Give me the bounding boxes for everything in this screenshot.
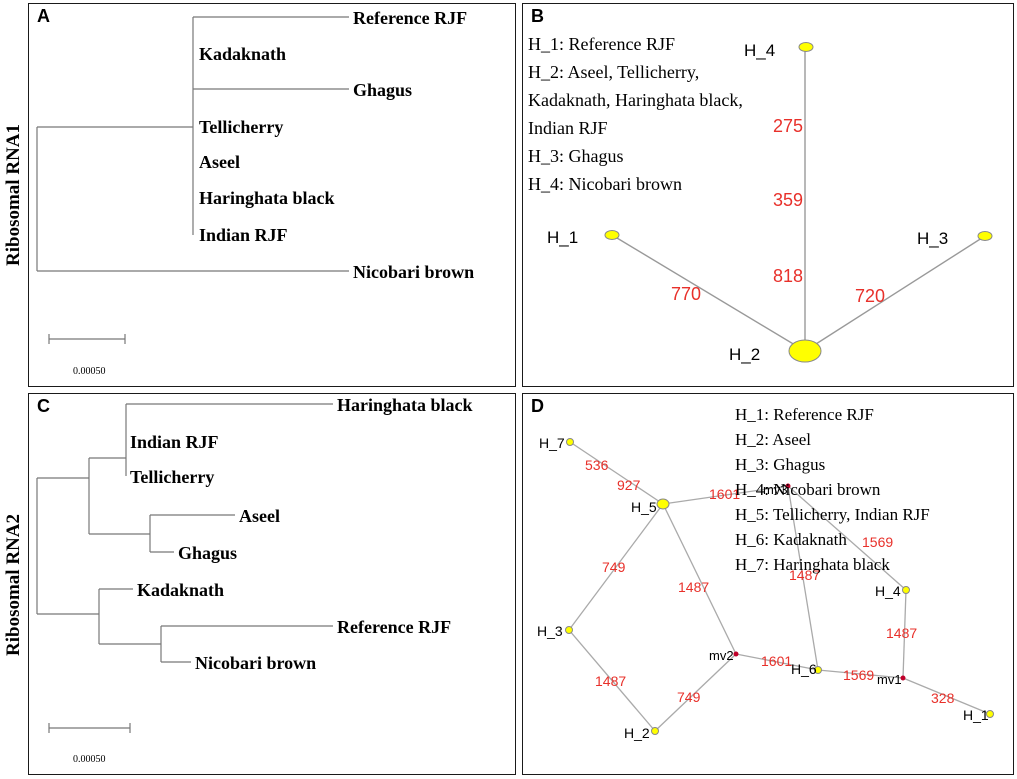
- network-b-legend-line: H_3: Ghagus: [528, 146, 624, 166]
- network-d-mut-328: 328: [931, 690, 955, 706]
- tree-c-leaf-tellicherry: Tellicherry: [130, 467, 214, 487]
- network-d-legend-line: H_4: Nicobari brown: [735, 480, 881, 499]
- network-d-mut-1487-lower: 1487: [595, 673, 626, 689]
- network-d-node-h1: [986, 710, 994, 718]
- network-d-mut-1569-lower: 1569: [843, 667, 874, 683]
- tree-c-leaf-haringhata-black: Haringhata black: [337, 395, 473, 415]
- network-d-label-h2: H_2: [624, 725, 650, 741]
- network-d-label-h7: H_7: [539, 435, 565, 451]
- network-d-legend-line: H_6: Kadaknath: [735, 530, 847, 549]
- network-b: H_4 H_1 H_3 H_2 275 359 818 770 720: [547, 41, 993, 364]
- panel-a-letter: A: [37, 6, 50, 26]
- network-b-legend-line: H_2: Aseel, Tellicherry,: [528, 62, 700, 82]
- network-d-node-h6: [814, 666, 822, 674]
- tree-a-leaf-ghagus: Ghagus: [353, 80, 412, 100]
- network-d-mut-749-lower: 749: [677, 689, 701, 705]
- network-d-mut-1487-mid: 1487: [789, 567, 820, 583]
- network-d-mv1: [900, 675, 906, 681]
- network-b-legend: H_1: Reference RJF H_2: Aseel, Tellicher…: [528, 30, 743, 198]
- network-d-mut-1601-lower: 1601: [761, 653, 792, 669]
- network-b-legend-line: Kadaknath, Haringhata black,: [528, 90, 743, 110]
- row-label-rrna2: Ribosomal RNA2: [0, 390, 28, 779]
- network-d-label-mv3: mv3: [763, 482, 788, 497]
- network-d-label-h4: H_4: [875, 583, 901, 599]
- tree-c-leaf-reference-rjf: Reference RJF: [337, 617, 451, 637]
- network-b-legend-line: H_1: Reference RJF: [528, 34, 675, 54]
- tree-c: Haringhata black Indian RJF Tellicherry …: [36, 395, 473, 765]
- row-label-rrna1: Ribosomal RNA1: [0, 0, 28, 390]
- network-b-mut-275: 275: [773, 116, 803, 136]
- tree-a-leaf-nicobari-brown: Nicobari brown: [353, 262, 474, 282]
- network-b-legend-line: H_4: Nicobari brown: [528, 174, 682, 194]
- network-d-legend-line: H_3: Ghagus: [735, 455, 826, 474]
- panel-d-letter: D: [531, 396, 544, 416]
- network-d-legend-line: H_2: Aseel: [735, 430, 812, 449]
- network-b-mut-359: 359: [773, 190, 803, 210]
- network-d-label-h6: H_6: [791, 661, 817, 677]
- network-b-node-h1: [604, 230, 620, 240]
- network-b-legend-line: Indian RJF: [528, 118, 608, 138]
- tree-c-leaf-aseel: Aseel: [239, 506, 280, 526]
- network-d-label-h1: H_1: [963, 707, 989, 723]
- tree-c-leaf-nicobari-brown: Nicobari brown: [195, 653, 316, 673]
- network-b-mut-818: 818: [773, 266, 803, 286]
- network-d-mut-749-left: 749: [602, 559, 626, 575]
- tree-a-leaf-tellicherry: Tellicherry: [199, 117, 283, 137]
- tree-a-leaf-haringhata-black: Haringhata black: [199, 188, 335, 208]
- tree-a-leaf-kadaknath: Kadaknath: [199, 44, 286, 64]
- network-d-legend-line: H_7: Haringhata black: [735, 555, 890, 574]
- tree-a: Reference RJF Kadaknath Ghagus Tellicher…: [36, 8, 474, 377]
- network-d-mv2: [733, 651, 739, 657]
- panel-d: H_7 H_5 H_3 H_2 H_6 H_4 H_1 mv3 mv2 mv1 …: [522, 393, 1014, 775]
- row-label-rrna1-text: Ribosomal RNA1: [3, 124, 25, 266]
- network-d-mut-927: 927: [617, 477, 641, 493]
- network-d-mut-1487-right: 1487: [886, 625, 917, 641]
- network-d-legend: H_1: Reference RJF H_2: Aseel H_3: Ghagu…: [735, 402, 930, 577]
- network-b-label-h4: H_4: [744, 41, 775, 60]
- tree-c-leaf-kadaknath: Kadaknath: [137, 580, 224, 600]
- row-label-rrna2-text: Ribosomal RNA2: [3, 513, 25, 656]
- tree-a-leaf-aseel: Aseel: [199, 152, 240, 172]
- tree-a-scale-value: 0.00050: [73, 366, 106, 377]
- network-d-mut-1487-center: 1487: [678, 579, 709, 595]
- network-d-node-h5: [656, 498, 670, 510]
- network-d-legend-line: H_5: Tellicherry, Indian RJF: [735, 505, 930, 524]
- network-d-node-h7: [566, 438, 574, 446]
- tree-a-leaf-indian-rjf: Indian RJF: [199, 225, 288, 245]
- network-b-label-h1: H_1: [547, 228, 578, 247]
- tree-a-leaf-reference-rjf: Reference RJF: [353, 8, 467, 28]
- network-d: H_7 H_5 H_3 H_2 H_6 H_4 H_1 mv3 mv2 mv1 …: [537, 435, 994, 741]
- panel-c: Haringhata black Indian RJF Tellicherry …: [28, 393, 516, 775]
- network-d-node-h2: [651, 727, 659, 735]
- network-b-node-h3: [977, 231, 993, 241]
- tree-c-leaf-indian-rjf: Indian RJF: [130, 432, 219, 452]
- network-d-mv3: [785, 483, 791, 489]
- panel-b-letter: B: [531, 6, 544, 26]
- panel-b: H_4 H_1 H_3 H_2 275 359 818 770 720 H_1:…: [522, 3, 1014, 387]
- network-d-legend-line: H_1: Reference RJF: [735, 405, 874, 424]
- tree-c-scale-value: 0.00050: [73, 754, 106, 765]
- network-b-label-h2: H_2: [729, 345, 760, 364]
- network-d-label-h3: H_3: [537, 623, 563, 639]
- tree-c-leaf-ghagus: Ghagus: [178, 543, 237, 563]
- network-d-label-mv2: mv2: [709, 648, 734, 663]
- network-b-mut-720: 720: [855, 286, 885, 306]
- network-b-mut-770: 770: [671, 284, 701, 304]
- network-d-mut-536: 536: [585, 457, 609, 473]
- network-b-label-h3: H_3: [917, 229, 948, 248]
- network-d-mut-1601-top: 1601: [709, 486, 740, 502]
- network-d-node-h4: [902, 586, 910, 594]
- panel-c-letter: C: [37, 396, 50, 416]
- network-d-label-h5: H_5: [631, 499, 657, 515]
- network-b-node-h2: [788, 339, 822, 363]
- panel-a: Reference RJF Kadaknath Ghagus Tellicher…: [28, 3, 516, 387]
- network-d-label-mv1: mv1: [877, 672, 902, 687]
- network-b-node-h4: [798, 42, 814, 52]
- network-d-node-h3: [565, 626, 573, 634]
- network-d-mut-1569-upper: 1569: [862, 534, 893, 550]
